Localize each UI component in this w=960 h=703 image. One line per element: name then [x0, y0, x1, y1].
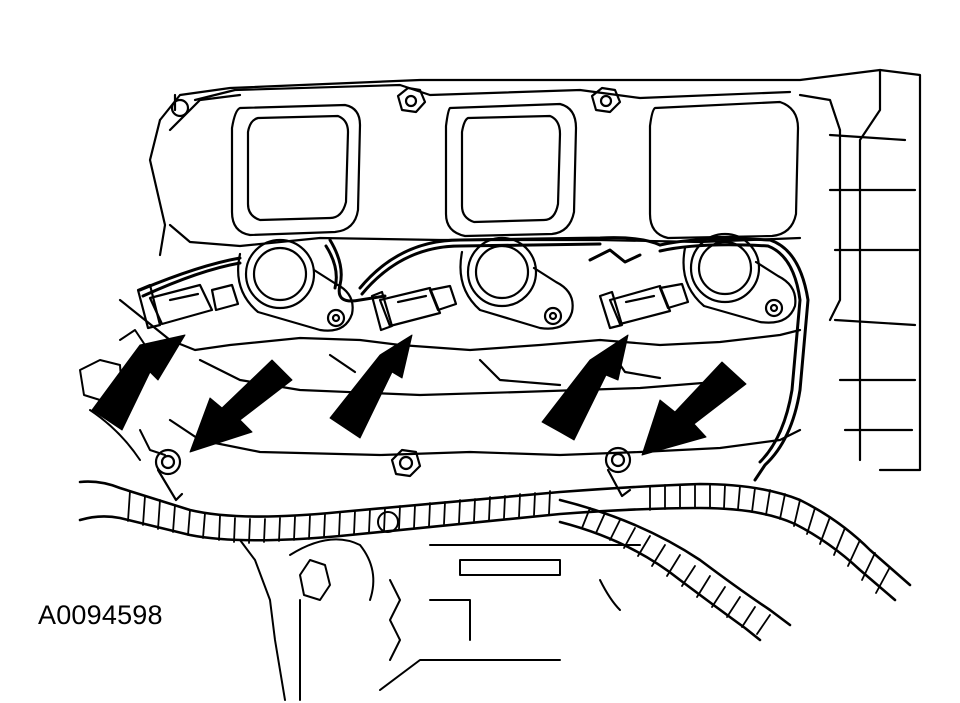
ignition-coil-2 [459, 236, 574, 330]
harness-corrugation [127, 483, 891, 635]
ignition-coil-3 [682, 232, 797, 324]
arrow-up-connector-1-icon [91, 334, 186, 431]
arrow-down-bolt-left-icon [189, 359, 293, 453]
arrow-down-bolt-right-icon [641, 361, 747, 456]
arrow-up-connector-2-icon [329, 334, 413, 439]
intake-port-1 [230, 103, 362, 237]
ignition-coil-1 [237, 238, 354, 332]
engine-block-outline [148, 68, 922, 472]
figure-reference-code: A0094598 [38, 600, 163, 630]
lower-bolt-right [604, 446, 632, 498]
callout-arrows [91, 334, 747, 456]
manifold-upper-edge [193, 83, 792, 102]
manifold-bolt-top-1 [396, 86, 427, 114]
arrow-up-connector-3-icon [541, 334, 629, 441]
coil-connector-3 [598, 282, 690, 330]
intake-port-2 [444, 102, 578, 238]
coil-harness-wire [138, 236, 810, 482]
cylinder-head-lower [168, 418, 802, 457]
manifold-bolt-top-2 [590, 86, 622, 114]
lower-bolt-center [390, 448, 422, 478]
intake-port-3 [648, 100, 800, 240]
coil-connector-2 [370, 284, 458, 332]
lower-bolt-left [154, 448, 184, 502]
